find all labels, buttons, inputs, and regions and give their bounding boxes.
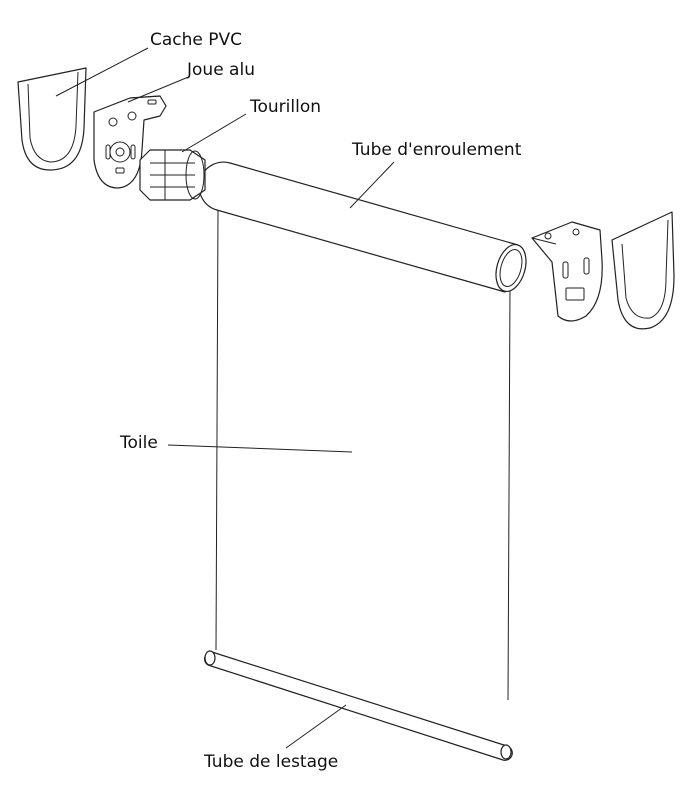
label-joue-alu: Joue alu [187,60,255,80]
toile-fabric [215,209,511,701]
tube-de-lestage [204,650,513,761]
leader-tube-lestage [285,704,347,749]
label-tube-lestage: Tube de lestage [204,752,339,772]
label-tube-enroulement: Tube d'enroulement [352,140,522,160]
label-tourillon: Tourillon [250,97,322,117]
leader-joue-alu [127,77,187,103]
leader-lines [55,47,395,749]
label-toile: Toile [120,433,158,453]
leader-toile [167,444,353,453]
tube-enroulement [198,161,527,293]
cache-pvc-right [611,211,675,330]
joue-alu-left [93,95,167,189]
leader-tourillon [181,113,247,153]
cache-pvc-left [17,67,87,171]
leader-tube-enroulement [349,161,395,209]
tourillon [139,149,206,201]
joue-alu-right [531,221,603,322]
leader-cache-pvc [55,47,149,97]
label-cache-pvc: Cache PVC [150,30,243,50]
